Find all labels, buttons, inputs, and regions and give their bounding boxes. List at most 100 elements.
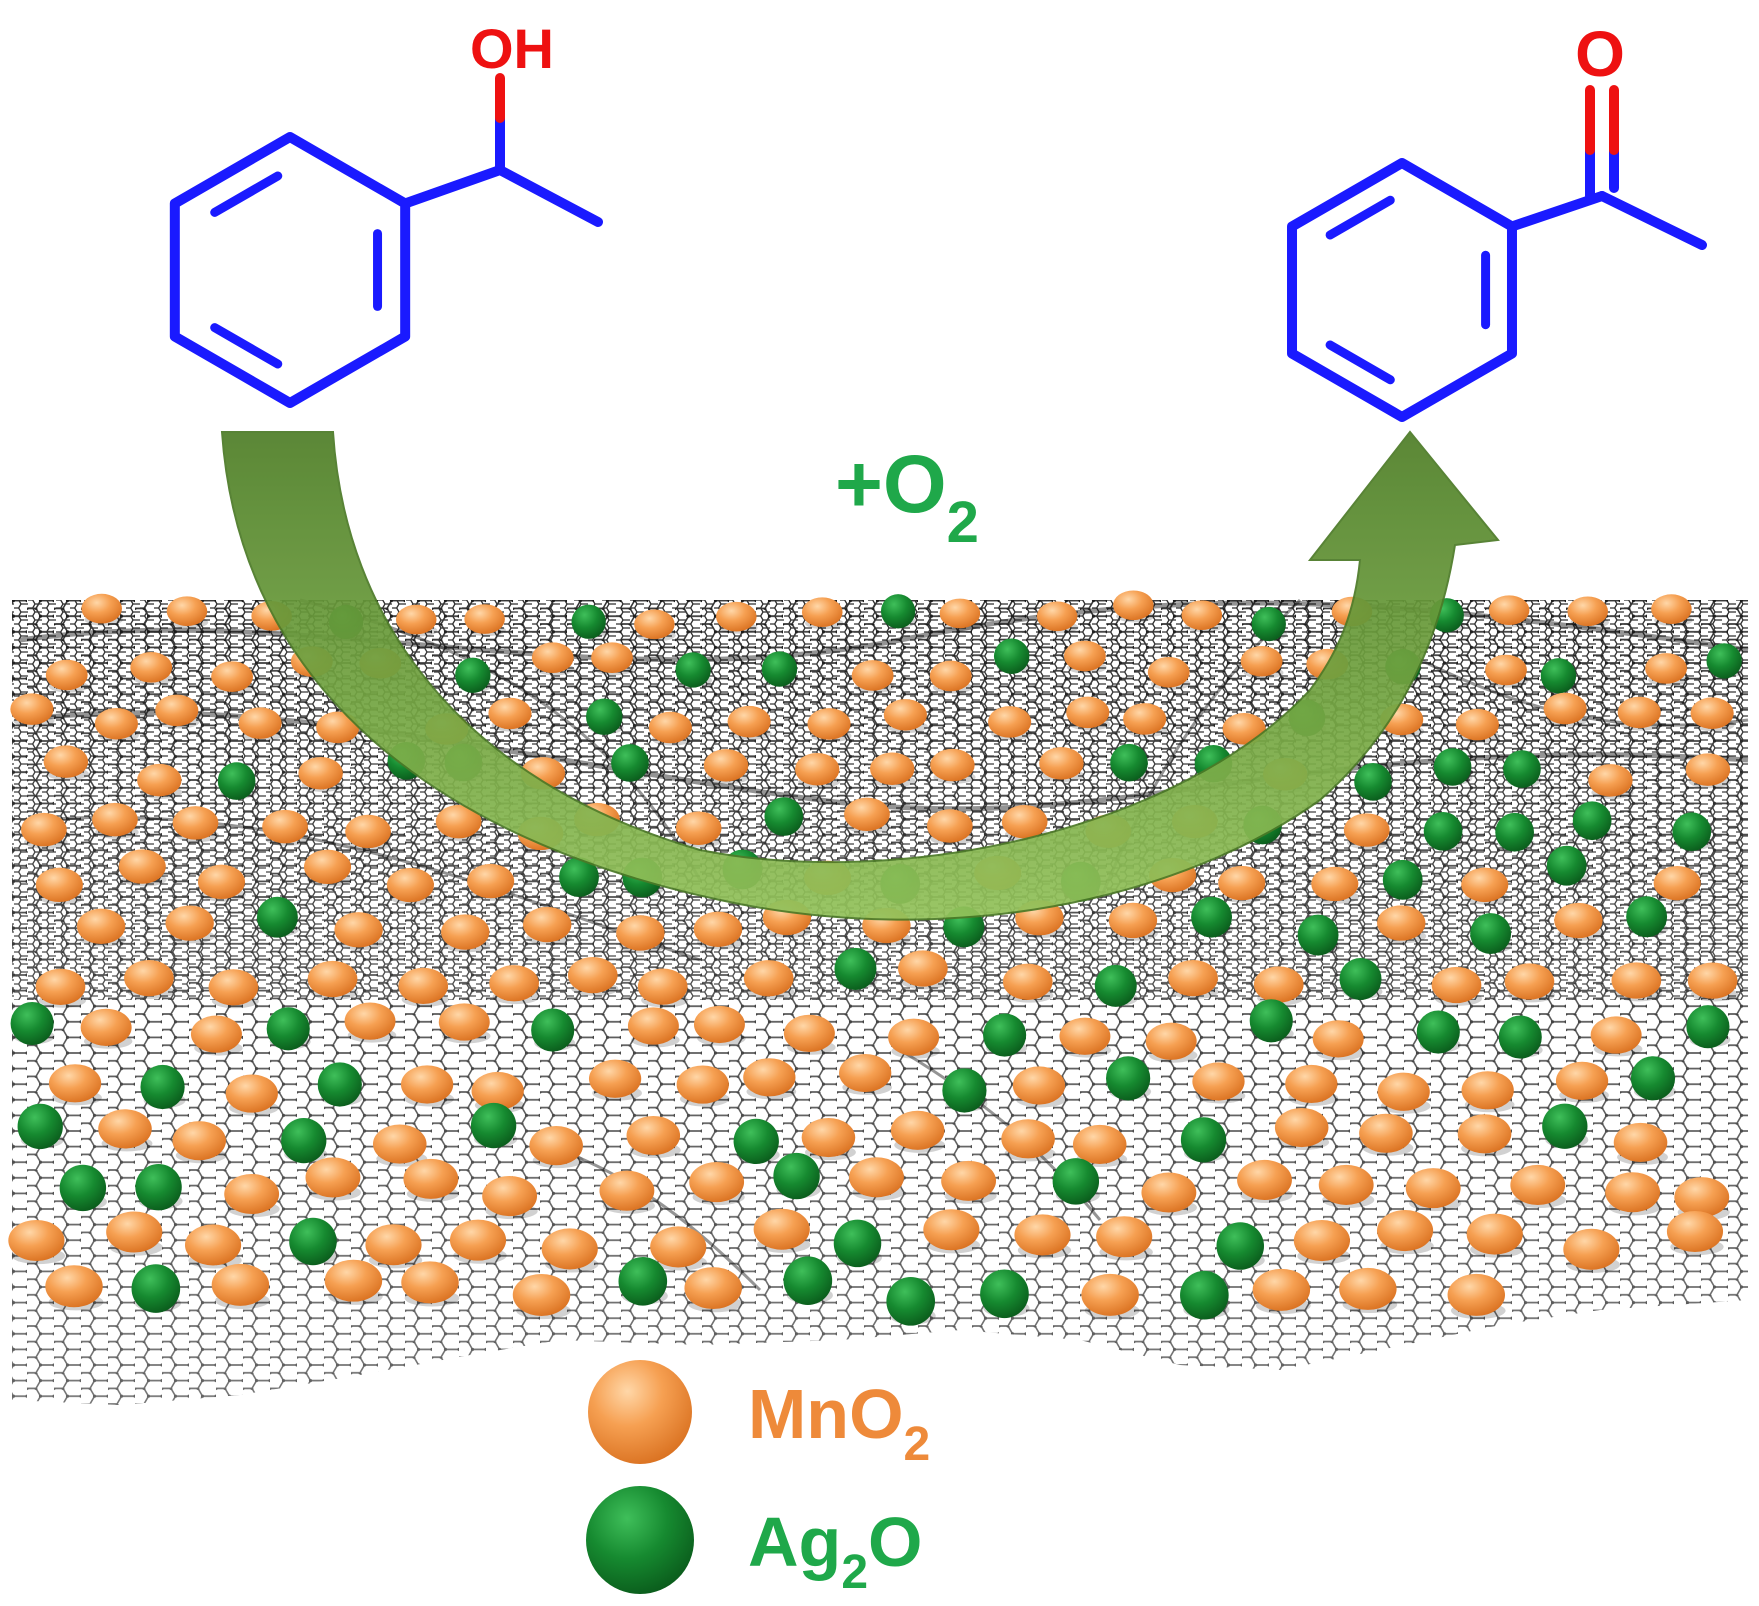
- ag2o-particle: [1106, 1056, 1151, 1101]
- mno2-particle: [1072, 1124, 1127, 1165]
- ag2o-particle: [1546, 845, 1587, 886]
- reagent-text: +O: [835, 439, 947, 530]
- bond-carbinol-to-methyl: [495, 165, 603, 227]
- mno2-particle: [1252, 1268, 1311, 1311]
- mno2-particle: [345, 814, 391, 849]
- mno2-particle: [1240, 645, 1283, 677]
- ag2o-particle: [281, 1117, 327, 1164]
- ag2o-particle: [611, 744, 649, 782]
- mno2-particle: [438, 1003, 490, 1041]
- mno2-particle: [1447, 1273, 1506, 1316]
- mno2-particle-icon: [588, 1360, 692, 1464]
- mno2-particle: [693, 911, 743, 947]
- ag2o-particle: [17, 1103, 63, 1150]
- mno2-particle: [807, 708, 851, 740]
- mno2-particle: [1001, 1119, 1055, 1159]
- mno2-particle: [523, 906, 572, 943]
- mno2-particle: [801, 1117, 856, 1158]
- ag2o-particle: [1470, 913, 1512, 954]
- bond-ring-to-carbinol: [400, 165, 505, 209]
- ag2o-particle: [1540, 658, 1577, 694]
- mno2-particle: [1651, 594, 1692, 624]
- reagent-subscript: 2: [947, 490, 979, 555]
- mno2-particle: [1002, 963, 1053, 1000]
- mno2-particle: [888, 1018, 940, 1056]
- mno2-particle: [8, 1219, 65, 1262]
- mno2-particle: [48, 1064, 102, 1103]
- mno2-particle: [939, 598, 981, 629]
- mno2-particle: [1653, 865, 1701, 901]
- mno2-particle: [849, 1157, 904, 1198]
- mno2-particle: [675, 811, 722, 845]
- mno2-particle: [1567, 596, 1608, 627]
- benzene-double-bond: [210, 323, 283, 369]
- mno2-particle: [650, 1226, 707, 1268]
- ag2o-particle: [455, 657, 491, 694]
- mno2-particle: [1611, 962, 1662, 999]
- ag2o-particle: [1110, 743, 1148, 782]
- mno2-particle: [1543, 692, 1587, 725]
- mno2-particle: [626, 1115, 681, 1156]
- bond-ring-to-carbonyl: [1506, 191, 1607, 232]
- ag2o-particle: [586, 698, 623, 736]
- mno2-particle: [43, 745, 89, 778]
- ag2o-particle: [1052, 1158, 1100, 1205]
- legend-ag2o-suffix: O: [868, 1503, 922, 1581]
- graphene-fold: [559, 1148, 762, 1292]
- mno2-particle: [529, 1126, 583, 1166]
- ag2o-particle: [135, 1163, 182, 1211]
- mno2-particle: [304, 849, 352, 885]
- ag2o-particle-icon: [586, 1486, 694, 1594]
- mno2-particle: [637, 968, 688, 1005]
- product-molecule: O: [1287, 18, 1707, 422]
- mno2-particle: [1510, 1164, 1566, 1206]
- mno2-particle: [648, 711, 692, 744]
- mno2-particle: [166, 596, 208, 627]
- mno2-particle: [753, 1208, 810, 1250]
- reaction-arrow: [220, 430, 1500, 921]
- legend-item-ag2o: Ag2O: [586, 1486, 922, 1599]
- mno2-particle: [211, 661, 253, 692]
- mno2-particle: [1605, 1172, 1661, 1213]
- mno2-particle: [689, 1162, 745, 1203]
- benzene-hexagon: [169, 132, 411, 408]
- mno2-particle: [45, 1265, 103, 1308]
- mno2-particle: [449, 1219, 507, 1261]
- benzene-double-bond: [1325, 195, 1395, 240]
- mno2-particle: [1377, 1072, 1430, 1111]
- mno2-particle: [1081, 1273, 1139, 1316]
- mno2-particle: [124, 959, 174, 997]
- mno2-particle: [870, 752, 915, 785]
- mno2-particle: [1613, 1122, 1668, 1163]
- mno2-particle: [1359, 1113, 1413, 1153]
- ag2o-particle: [1542, 1103, 1588, 1149]
- mno2-particle: [1192, 1062, 1245, 1101]
- mno2-particle: [1343, 813, 1390, 847]
- carbonyl-oxygen-label: O: [1575, 18, 1625, 90]
- mno2-particle: [1461, 867, 1509, 903]
- mno2-particle: [851, 660, 894, 691]
- reagent-label: +O2: [835, 439, 979, 555]
- mno2-particle: [929, 660, 972, 692]
- mno2-particle: [676, 1065, 729, 1104]
- mno2-particle: [941, 1160, 997, 1201]
- mno2-particle: [923, 1209, 980, 1251]
- ag2o-particle: [886, 1277, 936, 1326]
- ag2o-particle: [559, 857, 599, 898]
- ag2o-particle: [1503, 750, 1541, 788]
- ag2o-particle: [1672, 812, 1712, 852]
- mno2-particle: [76, 908, 126, 945]
- legend-mno2-subscript: 2: [904, 1418, 931, 1471]
- mno2-particle: [693, 1005, 745, 1044]
- mno2-particle: [1588, 764, 1633, 797]
- mno2-particle: [588, 1059, 642, 1098]
- mno2-particle: [20, 812, 67, 847]
- mno2-particle: [1377, 905, 1426, 941]
- ag2o-particle: [993, 638, 1030, 674]
- ag2o-particle: [571, 604, 606, 639]
- mno2-particle: [616, 915, 665, 951]
- mno2-particle: [1554, 902, 1603, 939]
- mno2-particle: [1012, 1066, 1066, 1105]
- mno2-particle: [1113, 590, 1154, 621]
- mno2-particle: [435, 804, 482, 839]
